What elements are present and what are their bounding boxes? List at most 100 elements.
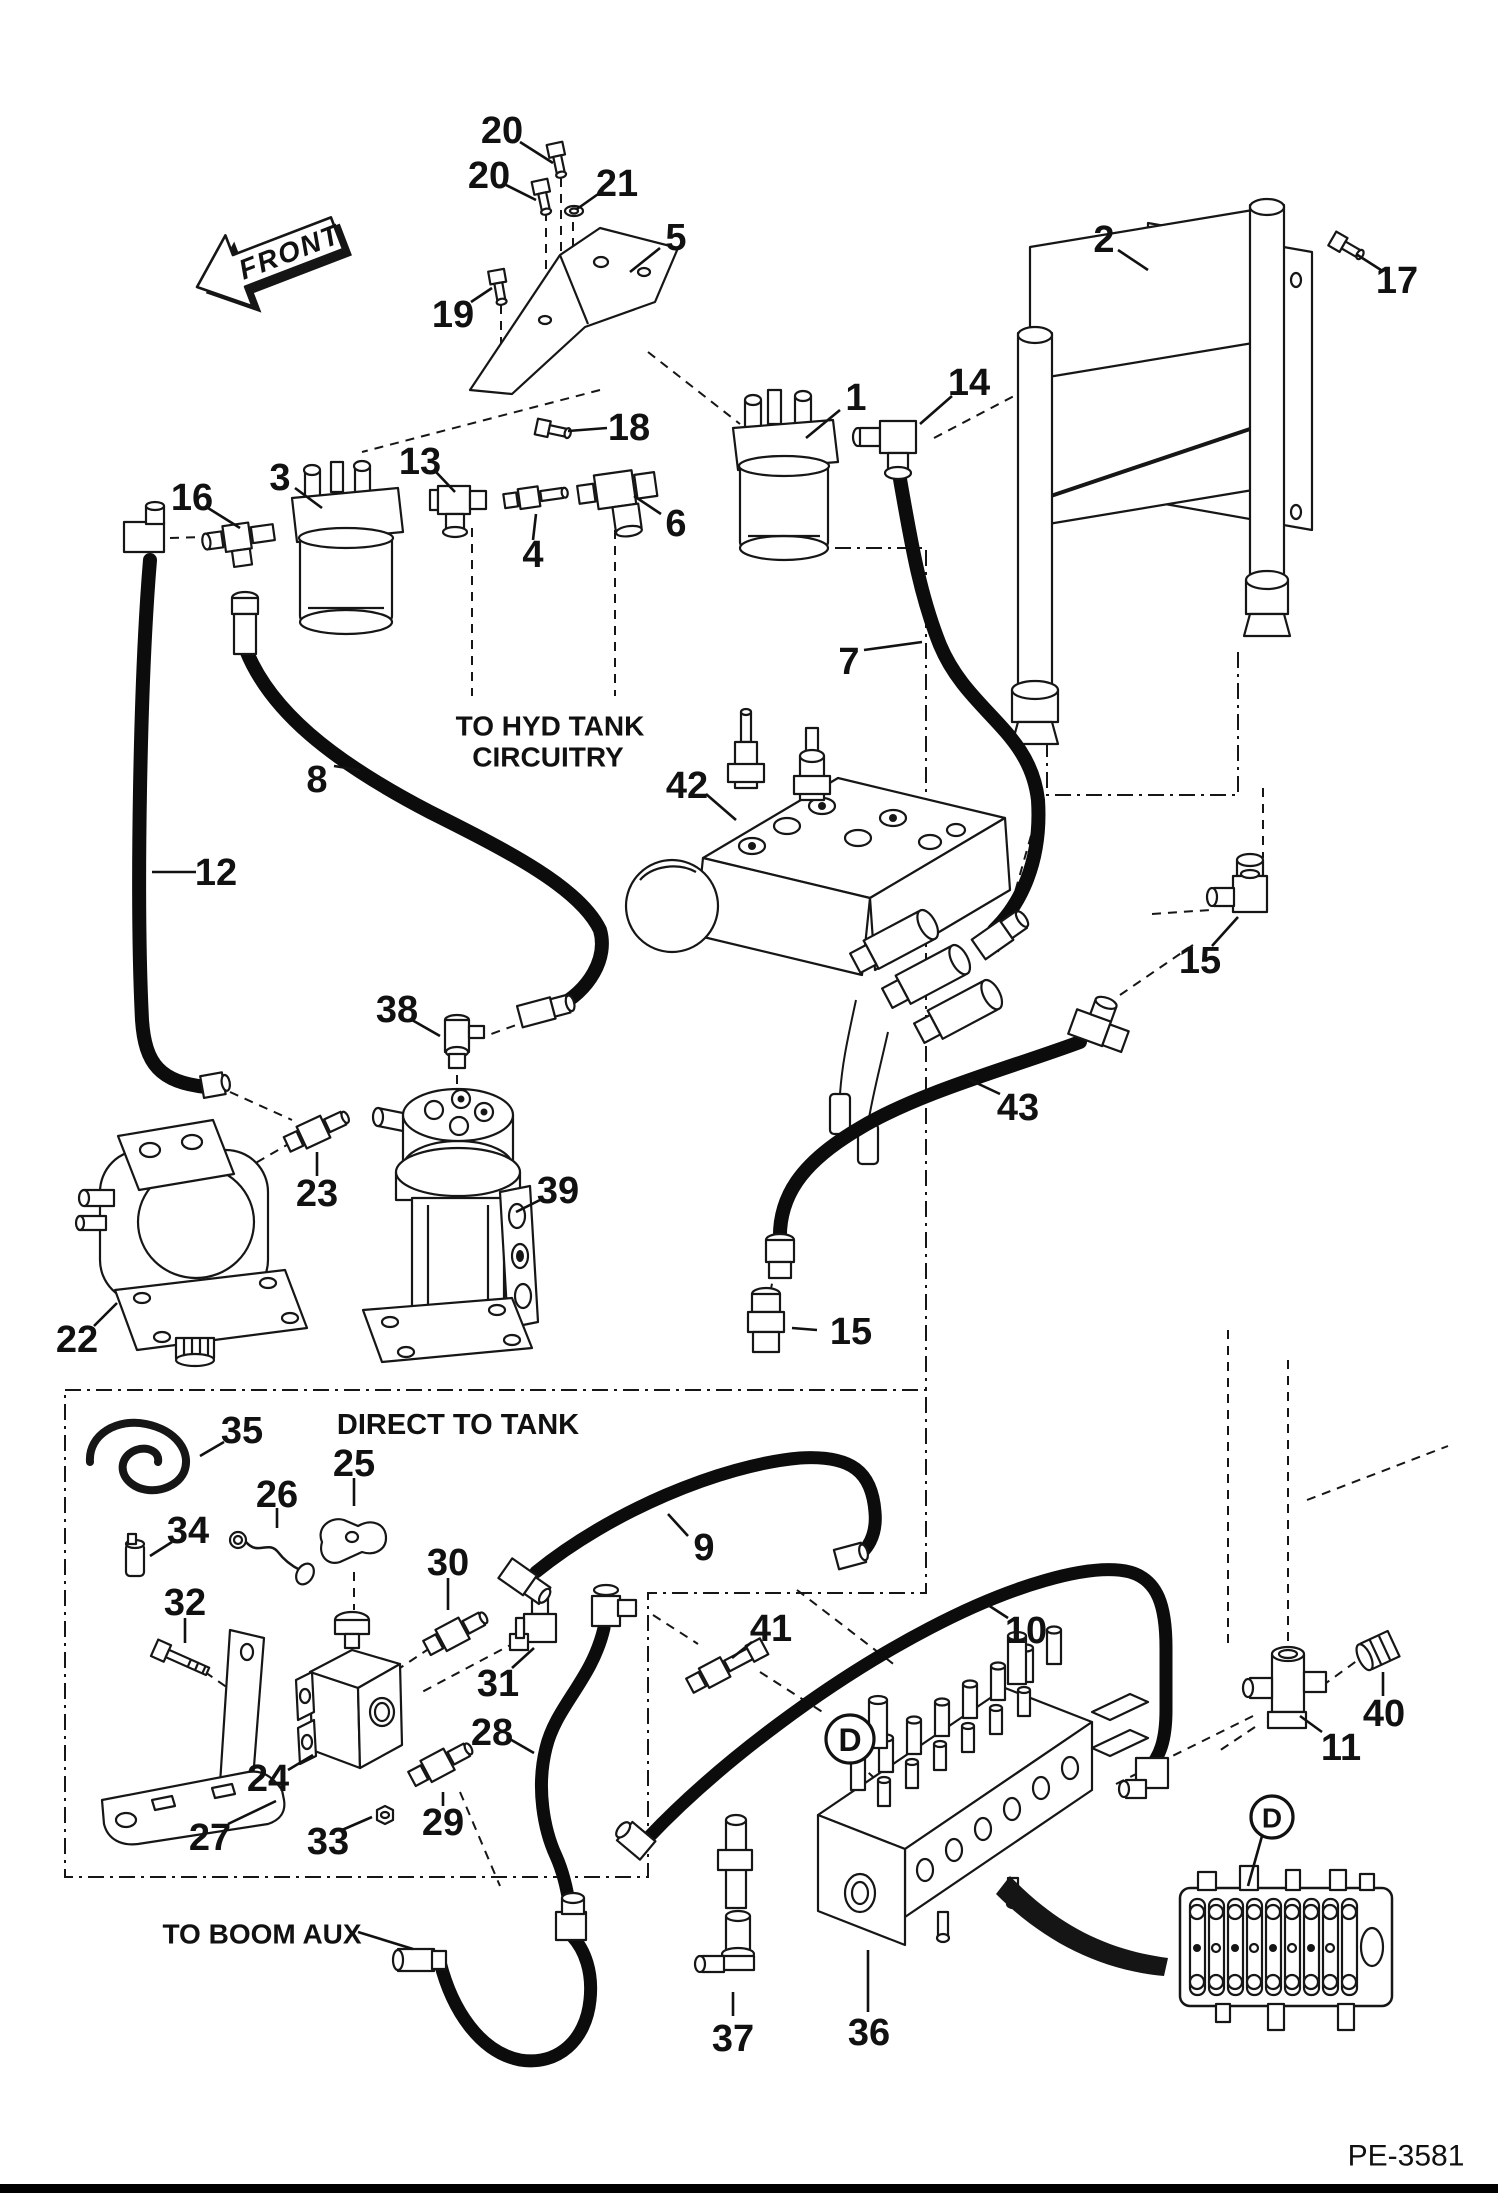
component-shape bbox=[1002, 1796, 1022, 1822]
component-shape bbox=[636, 266, 652, 278]
fitting-shape bbox=[1368, 1638, 1383, 1666]
fitting-shape bbox=[746, 1310, 786, 1334]
component-shape bbox=[114, 1811, 138, 1829]
part-label-43: 43 bbox=[997, 1087, 1039, 1129]
component-shape bbox=[1340, 1903, 1358, 1921]
component-shape bbox=[1016, 1685, 1032, 1695]
leader-line bbox=[629, 246, 661, 274]
component-shape bbox=[280, 1311, 300, 1325]
component-shape bbox=[989, 1664, 1007, 1702]
dashed-line bbox=[759, 1671, 825, 1714]
detail-arrow bbox=[996, 1876, 1168, 1976]
part-label-42: 42 bbox=[666, 765, 708, 807]
leader-line bbox=[1246, 1835, 1264, 1887]
component-shape bbox=[232, 1534, 244, 1546]
component-shape bbox=[849, 943, 878, 974]
annotation-text: DIRECT TO TANK bbox=[337, 1409, 579, 1441]
component-shape bbox=[210, 1782, 237, 1800]
component-shape bbox=[1269, 1944, 1277, 1952]
fitting-shape bbox=[186, 1659, 192, 1668]
component-shape bbox=[1207, 1973, 1225, 1991]
component-shape bbox=[1188, 1973, 1206, 1991]
component-shape bbox=[329, 460, 345, 494]
fitting-shape bbox=[1094, 995, 1118, 1010]
elbow-fitting-13 bbox=[428, 488, 440, 512]
part-label-4: 4 bbox=[522, 534, 543, 576]
fitting-shape bbox=[878, 419, 918, 455]
component-shape bbox=[960, 1721, 976, 1731]
fitting-shape bbox=[1239, 868, 1261, 880]
fitting-shape bbox=[478, 1611, 489, 1625]
component-shape bbox=[905, 1715, 923, 1725]
leader-line bbox=[207, 506, 241, 530]
component-shape bbox=[180, 1133, 204, 1151]
bracket-27-base bbox=[100, 1770, 286, 1846]
component-shape bbox=[988, 1703, 1004, 1713]
pump-22-flange bbox=[113, 1268, 309, 1352]
fitting-shape bbox=[1241, 1677, 1255, 1699]
component-shape bbox=[932, 1739, 948, 1749]
fitting-4 bbox=[502, 491, 520, 510]
component-shape bbox=[793, 389, 813, 403]
component-shape bbox=[915, 1857, 935, 1883]
leader-line bbox=[667, 1513, 689, 1537]
coiled-hose-35 bbox=[85, 1418, 190, 1495]
fitting-shape bbox=[767, 1260, 793, 1280]
leader-line bbox=[357, 1930, 414, 1951]
annotation-text: CIRCUITRY bbox=[472, 742, 624, 773]
part-label-6: 6 bbox=[665, 503, 686, 545]
filter-3-head bbox=[290, 486, 405, 544]
component-shape bbox=[936, 1910, 950, 1938]
fitting-shape bbox=[201, 1665, 207, 1674]
leader-line bbox=[863, 640, 923, 652]
part-label-9: 9 bbox=[693, 1527, 714, 1569]
component-shape bbox=[487, 1303, 507, 1317]
part-label-13: 13 bbox=[399, 441, 441, 483]
hose bbox=[641, 1563, 1173, 1845]
part-label-28: 28 bbox=[471, 1712, 513, 1754]
hydraulic-hoses bbox=[132, 461, 1173, 2068]
leader-line bbox=[987, 1603, 1009, 1620]
leader-line bbox=[1211, 916, 1239, 947]
leader-line bbox=[705, 793, 737, 821]
component-shape bbox=[1245, 1903, 1263, 1921]
dashed-line bbox=[459, 1791, 501, 1887]
part-label-8: 8 bbox=[306, 759, 327, 801]
part-label-10: 10 bbox=[1005, 1610, 1047, 1652]
component-shape bbox=[889, 814, 897, 822]
dashed-line bbox=[361, 389, 601, 453]
component-shape bbox=[1016, 325, 1054, 345]
part-label-17: 17 bbox=[1376, 260, 1418, 302]
part-label-5: 5 bbox=[665, 217, 686, 259]
fitting-shape bbox=[467, 1024, 486, 1040]
component-shape bbox=[980, 978, 1004, 1011]
component-shape bbox=[904, 1757, 920, 1767]
component-shape bbox=[743, 393, 763, 407]
component-shape bbox=[1336, 2002, 1356, 2032]
component-shape bbox=[973, 1816, 993, 1842]
fitting-shape bbox=[633, 471, 659, 500]
component-shape bbox=[726, 762, 766, 784]
component-shape bbox=[843, 828, 873, 848]
component-shape bbox=[1340, 1973, 1358, 1991]
fitting-shape bbox=[232, 612, 258, 656]
component-shape bbox=[798, 748, 826, 764]
part-label-26: 26 bbox=[256, 1474, 298, 1516]
component-shape bbox=[1029, 341, 1254, 382]
fitting-shape bbox=[1235, 852, 1265, 868]
fitting-shape bbox=[447, 1052, 467, 1070]
component-shape bbox=[1032, 426, 1254, 504]
fitting-shape bbox=[537, 1587, 552, 1604]
component-shape bbox=[371, 1106, 385, 1128]
fitting-shape bbox=[592, 1583, 620, 1597]
part-label-40: 40 bbox=[1363, 1693, 1405, 1735]
component-shape bbox=[74, 1214, 86, 1232]
fitting-shape bbox=[1117, 1779, 1131, 1799]
part-label-19: 19 bbox=[432, 294, 474, 336]
hose bbox=[132, 553, 213, 1094]
part-label-32: 32 bbox=[164, 1582, 206, 1624]
part-label-21: 21 bbox=[596, 163, 638, 205]
part-label-14: 14 bbox=[948, 362, 990, 404]
hose-8-end-fitting bbox=[515, 996, 557, 1029]
